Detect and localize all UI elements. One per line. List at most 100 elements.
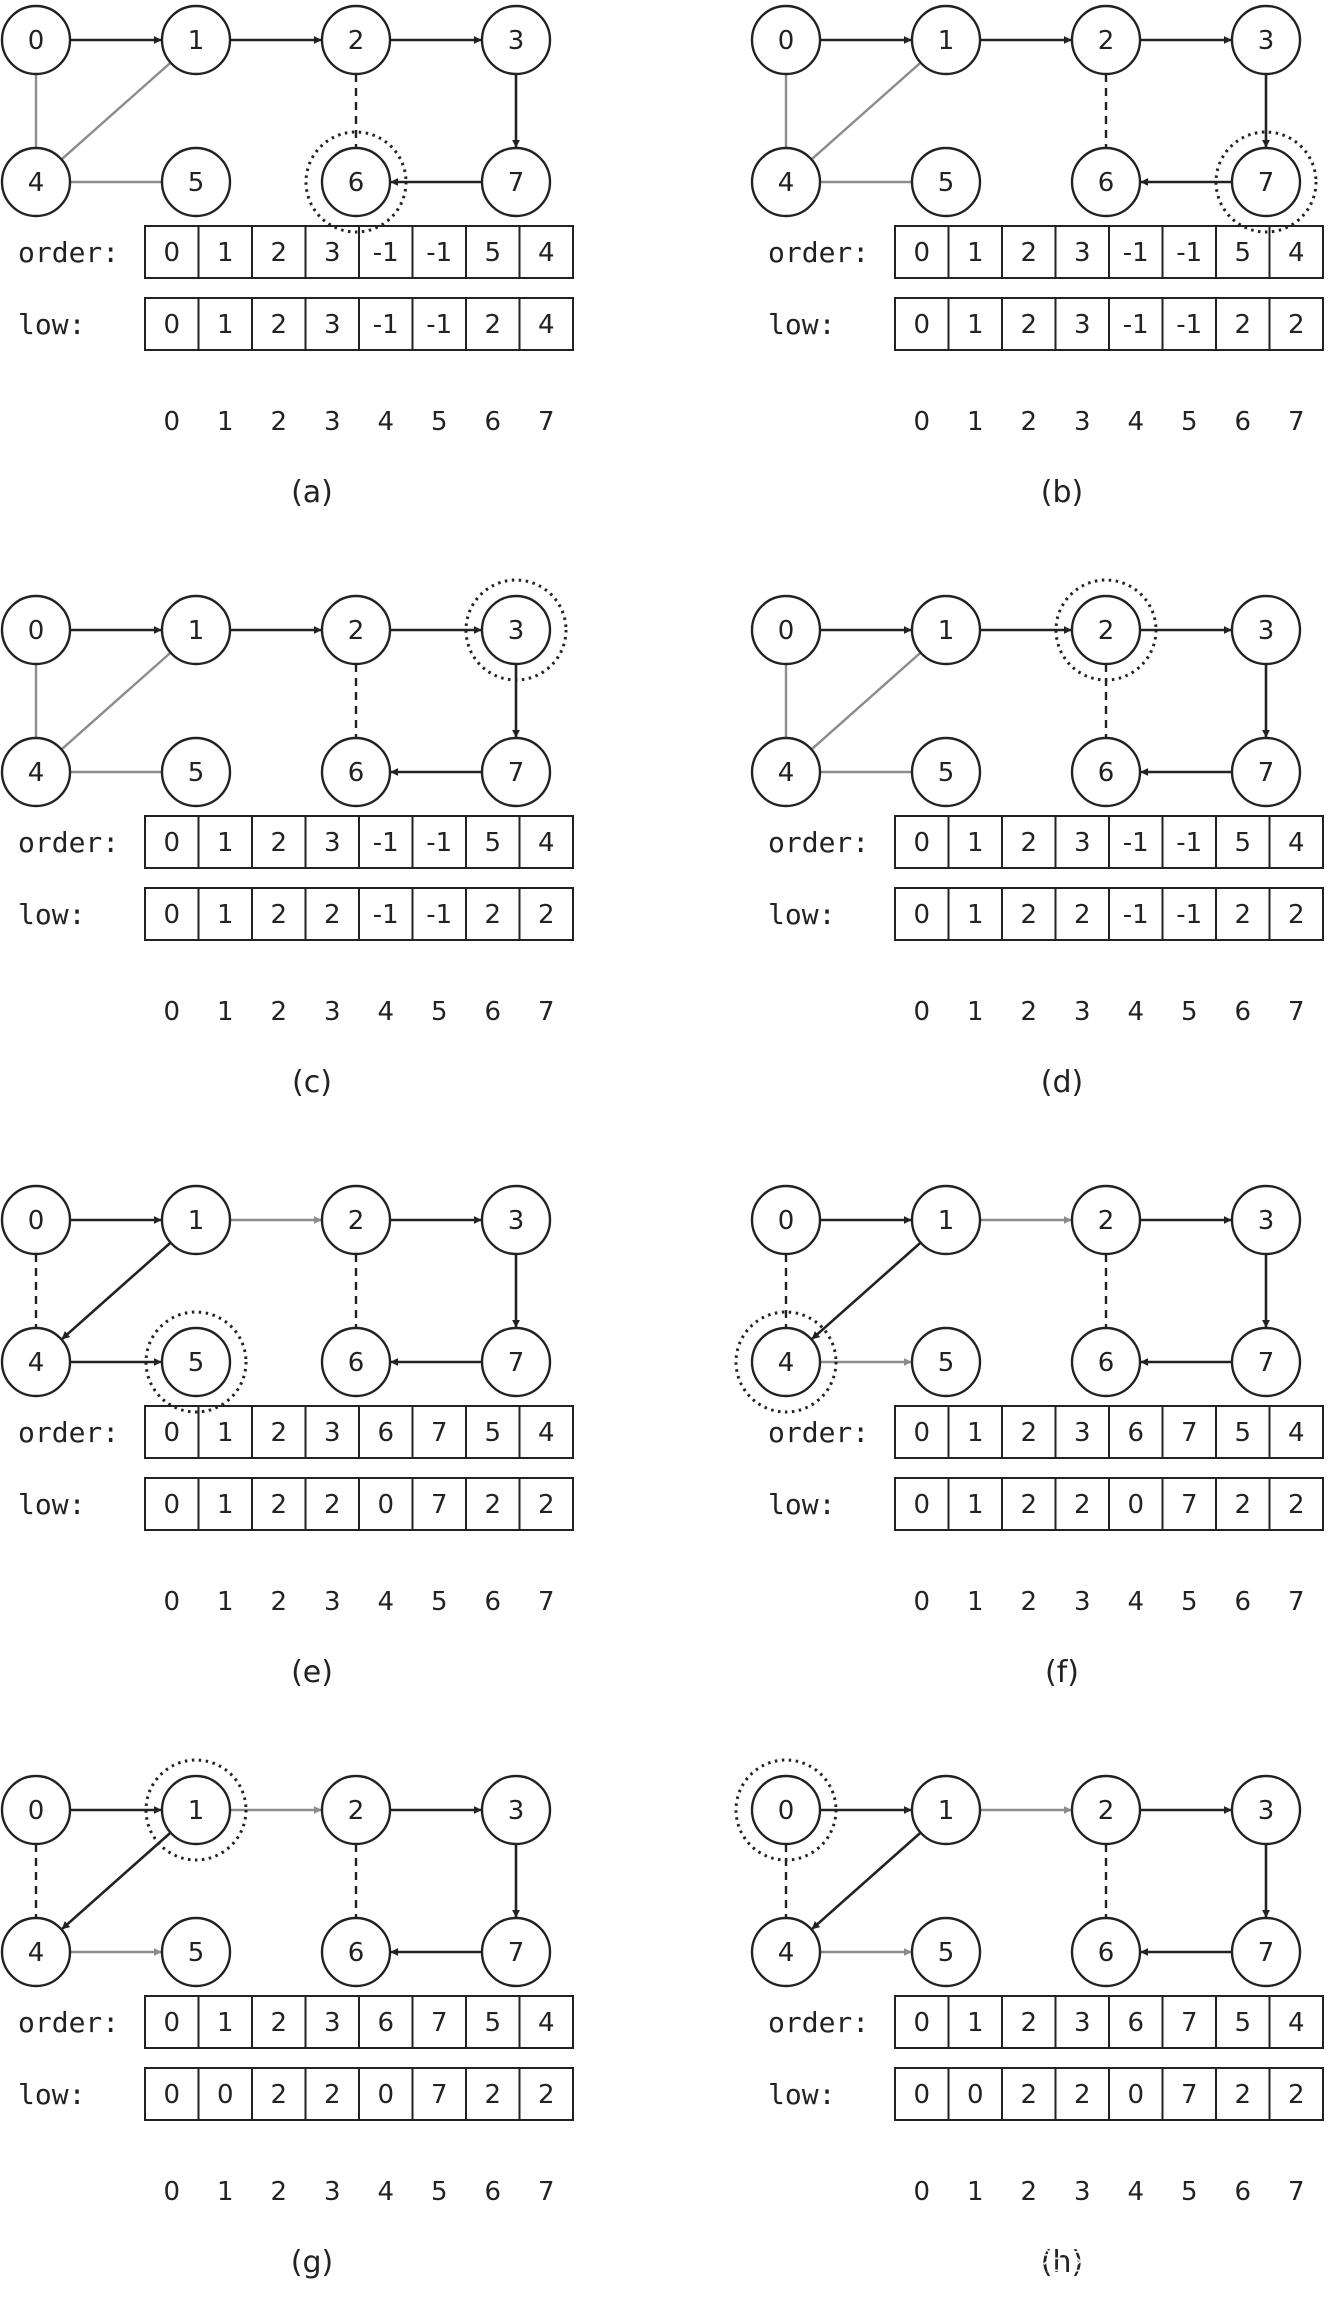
order-cell-value: 0 [913,828,930,858]
node-circle [750,146,822,218]
current-node-ring [1214,130,1318,234]
index-label: 6 [1234,1587,1251,1617]
node-label: 0 [778,1206,795,1236]
node-2: 2 [1070,1184,1142,1256]
node-circle [910,4,982,76]
order-label: order: [768,1416,869,1449]
low-cell-value: 2 [1074,900,1091,930]
node-circle [910,1326,982,1398]
node-label: 5 [938,168,955,198]
node-3: 3 [480,1774,552,1846]
low-cell-value: 2 [1020,2080,1037,2110]
node-circle [1230,1184,1302,1256]
low-cell-value: 0 [377,1490,394,1520]
order-cell-value: 5 [1234,2008,1251,2038]
node-circle [1070,594,1142,666]
order-cell-value: 5 [484,828,501,858]
low-cell-value: 2 [484,2080,501,2110]
node-label: 2 [348,26,365,56]
node-3: 3 [1230,1184,1302,1256]
low-cell-value: 2 [1288,310,1305,340]
node-circle [160,594,232,666]
low-cell-value: 3 [1074,310,1091,340]
node-label: 1 [188,1796,205,1826]
node-label: 2 [1098,26,1115,56]
low-cell-value: -1 [1176,900,1202,930]
index-label: 1 [967,407,984,437]
low-cell-value: 2 [1074,2080,1091,2110]
node-3: 3 [480,4,552,76]
panel-caption: (g) [291,2245,333,2280]
index-label: 4 [377,2177,394,2207]
order-cell-value: 3 [1074,238,1091,268]
order-cell-value: 1 [967,1418,984,1448]
low-cell-value: -1 [1123,900,1149,930]
index-label: 0 [163,2177,180,2207]
order-label: order: [18,2006,119,2039]
node-2: 2 [1070,4,1142,76]
node-circle [320,1774,392,1846]
current-node-ring [304,130,408,234]
node-5: 5 [910,1916,982,1988]
node-0: 0 [750,1774,822,1846]
low-cell-value: 2 [1074,1490,1091,1520]
node-label: 3 [1258,26,1275,56]
node-label: 5 [938,758,955,788]
node-circle [1070,146,1142,218]
low-cell-value: 2 [1288,2080,1305,2110]
low-cell-value: 2 [1288,900,1305,930]
node-4: 4 [750,736,822,808]
order-cell [1268,1995,1324,2049]
low-cell-value: 0 [163,900,180,930]
edge-1-4 [61,651,172,750]
order-cell-value: 5 [1234,828,1251,858]
order-cell-value: 4 [1288,2008,1305,2038]
node-label: 2 [1098,616,1115,646]
node-label: 0 [778,616,795,646]
index-label: 3 [1074,2177,1091,2207]
low-cell-value: -1 [426,900,452,930]
index-label: 1 [967,1587,984,1617]
order-cell-value: 2 [1020,828,1037,858]
node-circle [1070,1184,1142,1256]
low-cell-value: 0 [913,900,930,930]
node-label: 7 [1258,1938,1275,1968]
low-cell-value: 0 [217,2080,234,2110]
order-cell-value: 0 [913,1418,930,1448]
order-cell-value: 6 [1127,1418,1144,1448]
node-6: 6 [1070,1326,1142,1398]
order-cell [1268,1405,1324,1459]
index-label: 3 [324,997,341,1027]
node-1: 1 [910,594,982,666]
edge-1-4 [811,1831,922,1930]
order-cell-value: 4 [538,1418,555,1448]
low-cell [518,297,574,351]
node-label: 5 [938,1938,955,1968]
node-circle [0,1184,72,1256]
index-label: 0 [163,407,180,437]
node-circle [320,1326,392,1398]
node-circle [1230,1916,1302,1988]
node-2: 2 [1070,1774,1142,1846]
current-node-ring [464,578,568,682]
index-label: 1 [217,1587,234,1617]
node-6: 6 [320,1326,392,1398]
node-label: 3 [508,1206,525,1236]
node-1: 1 [910,1184,982,1256]
node-circle [1230,736,1302,808]
panel-caption: (b) [1041,475,1083,510]
low-cell-value: 2 [538,900,555,930]
order-cell-value: 4 [538,238,555,268]
node-label: 7 [1258,168,1275,198]
node-2: 2 [320,1184,392,1256]
node-7: 7 [1230,1916,1302,1988]
index-label: 6 [1234,997,1251,1027]
